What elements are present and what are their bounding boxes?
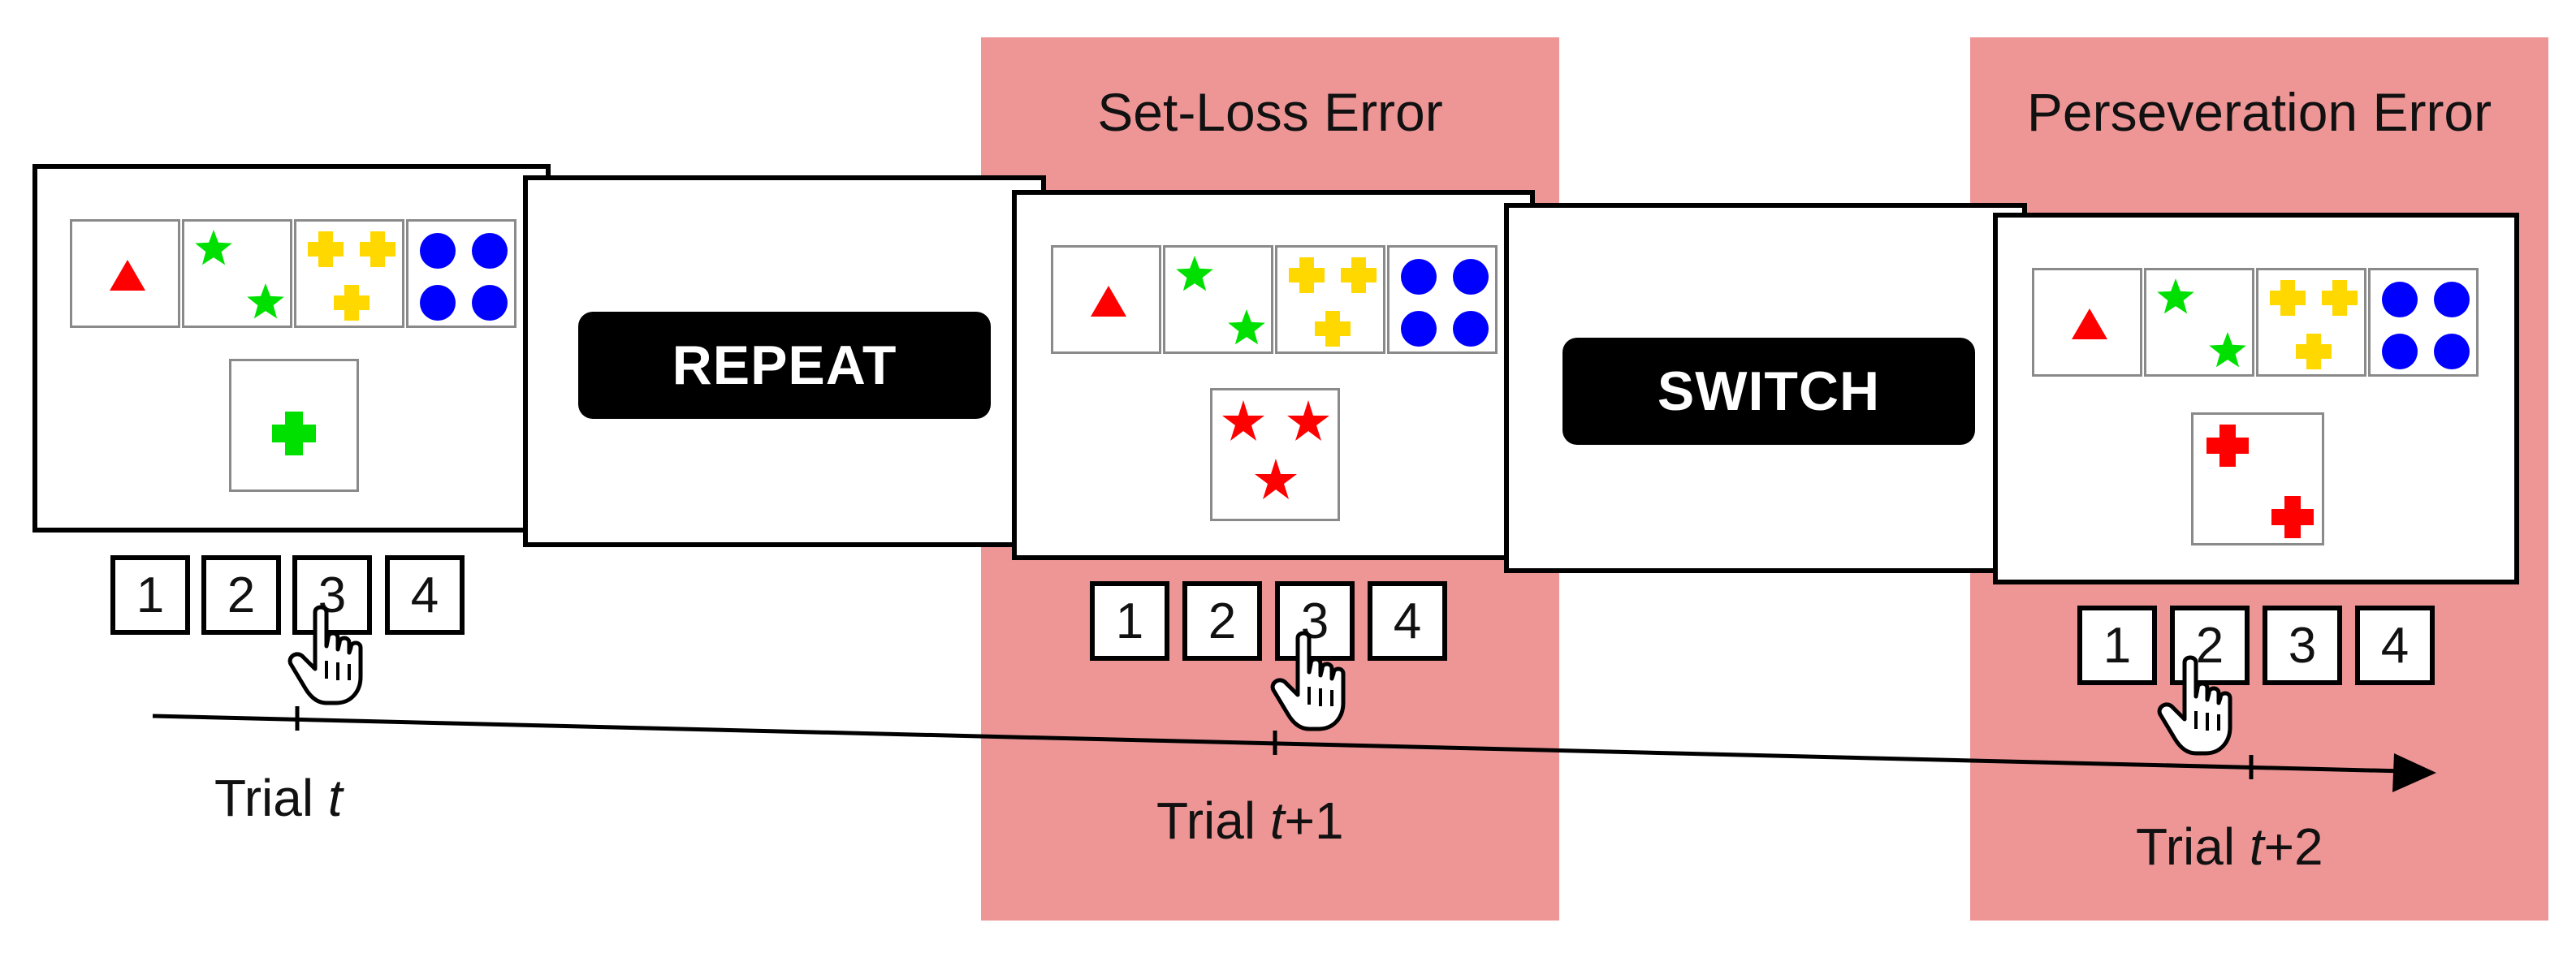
red-cross-icon: [2206, 425, 2249, 467]
red-crosses-icon: [2206, 425, 2314, 538]
key-4[interactable]: 4: [2355, 606, 2435, 685]
circle-icon: [2434, 282, 2470, 317]
repeat-cue-screen: REPEAT: [523, 175, 1046, 547]
cross-icon: [2270, 280, 2306, 316]
reference-card: [70, 219, 180, 328]
trial-t-screen: [32, 164, 551, 533]
repeat-cue: REPEAT: [578, 312, 991, 419]
reference-card: [2256, 268, 2366, 377]
reference-card: [1051, 245, 1161, 354]
cross-card-icon: [308, 231, 395, 321]
red-star-icon: [1255, 459, 1297, 499]
reference-card: [1275, 245, 1385, 354]
cross-card-icon: [1289, 257, 1377, 347]
key-1[interactable]: 1: [1090, 581, 1169, 661]
circle-card-icon: [2382, 282, 2470, 369]
red-cross-icon: [2271, 496, 2314, 538]
circle-icon: [1401, 311, 1437, 347]
hand-pointer-icon: [287, 605, 363, 705]
circle-icon: [420, 233, 456, 269]
triangle-card-icon: [110, 260, 145, 291]
set-loss-error-title: Set-Loss Error: [1097, 82, 1443, 142]
red-stars-icon: [1222, 400, 1329, 499]
cross-icon: [2296, 334, 2332, 369]
key-3[interactable]: 3: [1275, 581, 1355, 661]
cross-icon: [2322, 280, 2358, 316]
reference-card: [406, 219, 516, 328]
circle-icon: [1453, 259, 1489, 295]
cross-icon: [1341, 257, 1377, 293]
circle-icon: [472, 285, 508, 321]
star-icon: [195, 230, 232, 265]
trial-t2-label: Trial t+2: [2136, 817, 2323, 876]
triangle-card-icon: [2072, 308, 2107, 339]
star-card-icon: [2157, 278, 2246, 368]
reference-card: [2032, 268, 2142, 377]
reference-card: [182, 219, 292, 328]
key-3[interactable]: 3: [2263, 606, 2342, 685]
trial-t1-label: Trial t+1: [1156, 791, 1344, 850]
stimulus-card: [2191, 412, 2324, 545]
hand-pointer-icon: [1270, 631, 1346, 731]
circle-icon: [420, 285, 456, 321]
star-icon: [1228, 309, 1265, 345]
circle-icon: [1401, 259, 1437, 295]
red-triangle-icon: [2072, 308, 2107, 339]
cross-icon: [360, 231, 395, 267]
reference-card: [1387, 245, 1498, 354]
star-icon: [2157, 278, 2194, 314]
circle-icon: [2382, 334, 2418, 369]
circle-icon: [1453, 311, 1489, 347]
reference-card: [294, 219, 404, 328]
star-card-icon: [195, 230, 284, 319]
switch-cue-screen: SWITCH: [1504, 203, 2027, 573]
circle-icon: [472, 233, 508, 269]
cross-card-icon: [2270, 280, 2358, 369]
key-1[interactable]: 1: [110, 555, 190, 635]
key-2[interactable]: 2: [1182, 581, 1262, 661]
key-3[interactable]: 3: [292, 555, 372, 635]
star-card-icon: [1176, 256, 1265, 345]
star-icon: [1176, 256, 1213, 291]
reference-card: [2144, 268, 2254, 377]
reference-card: [1163, 245, 1273, 354]
circle-icon: [2434, 334, 2470, 369]
stimulus-card: [1210, 388, 1340, 521]
trial-t2-screen: [1993, 213, 2519, 584]
star-icon: [247, 283, 284, 319]
red-star-icon: [1287, 400, 1329, 441]
circle-card-icon: [420, 233, 508, 321]
switch-cue: SWITCH: [1562, 338, 1975, 445]
circle-card-icon: [1401, 259, 1489, 347]
trial-t-label: Trial t: [214, 769, 343, 827]
key-2[interactable]: 2: [201, 555, 281, 635]
green-cross-icon: [272, 412, 316, 455]
key-1[interactable]: 1: [2077, 606, 2157, 685]
circle-icon: [2382, 282, 2418, 317]
perseveration-error-title: Perseveration Error: [2026, 82, 2492, 142]
red-triangle-icon: [1091, 286, 1126, 317]
hand-pointer-icon: [2157, 655, 2232, 756]
red-star-icon: [1222, 400, 1264, 441]
trial-t1-screen: [1012, 190, 1535, 560]
stimulus-card: [229, 359, 359, 492]
reference-card: [2368, 268, 2479, 377]
red-triangle-icon: [110, 260, 145, 291]
cross-icon: [1289, 257, 1325, 293]
cross-icon: [308, 231, 344, 267]
star-icon: [2209, 332, 2246, 368]
cross-icon: [334, 285, 370, 321]
cross-icon: [1315, 311, 1351, 347]
key-4[interactable]: 4: [385, 555, 465, 635]
key-4[interactable]: 4: [1368, 581, 1447, 661]
triangle-card-icon: [1091, 286, 1126, 317]
